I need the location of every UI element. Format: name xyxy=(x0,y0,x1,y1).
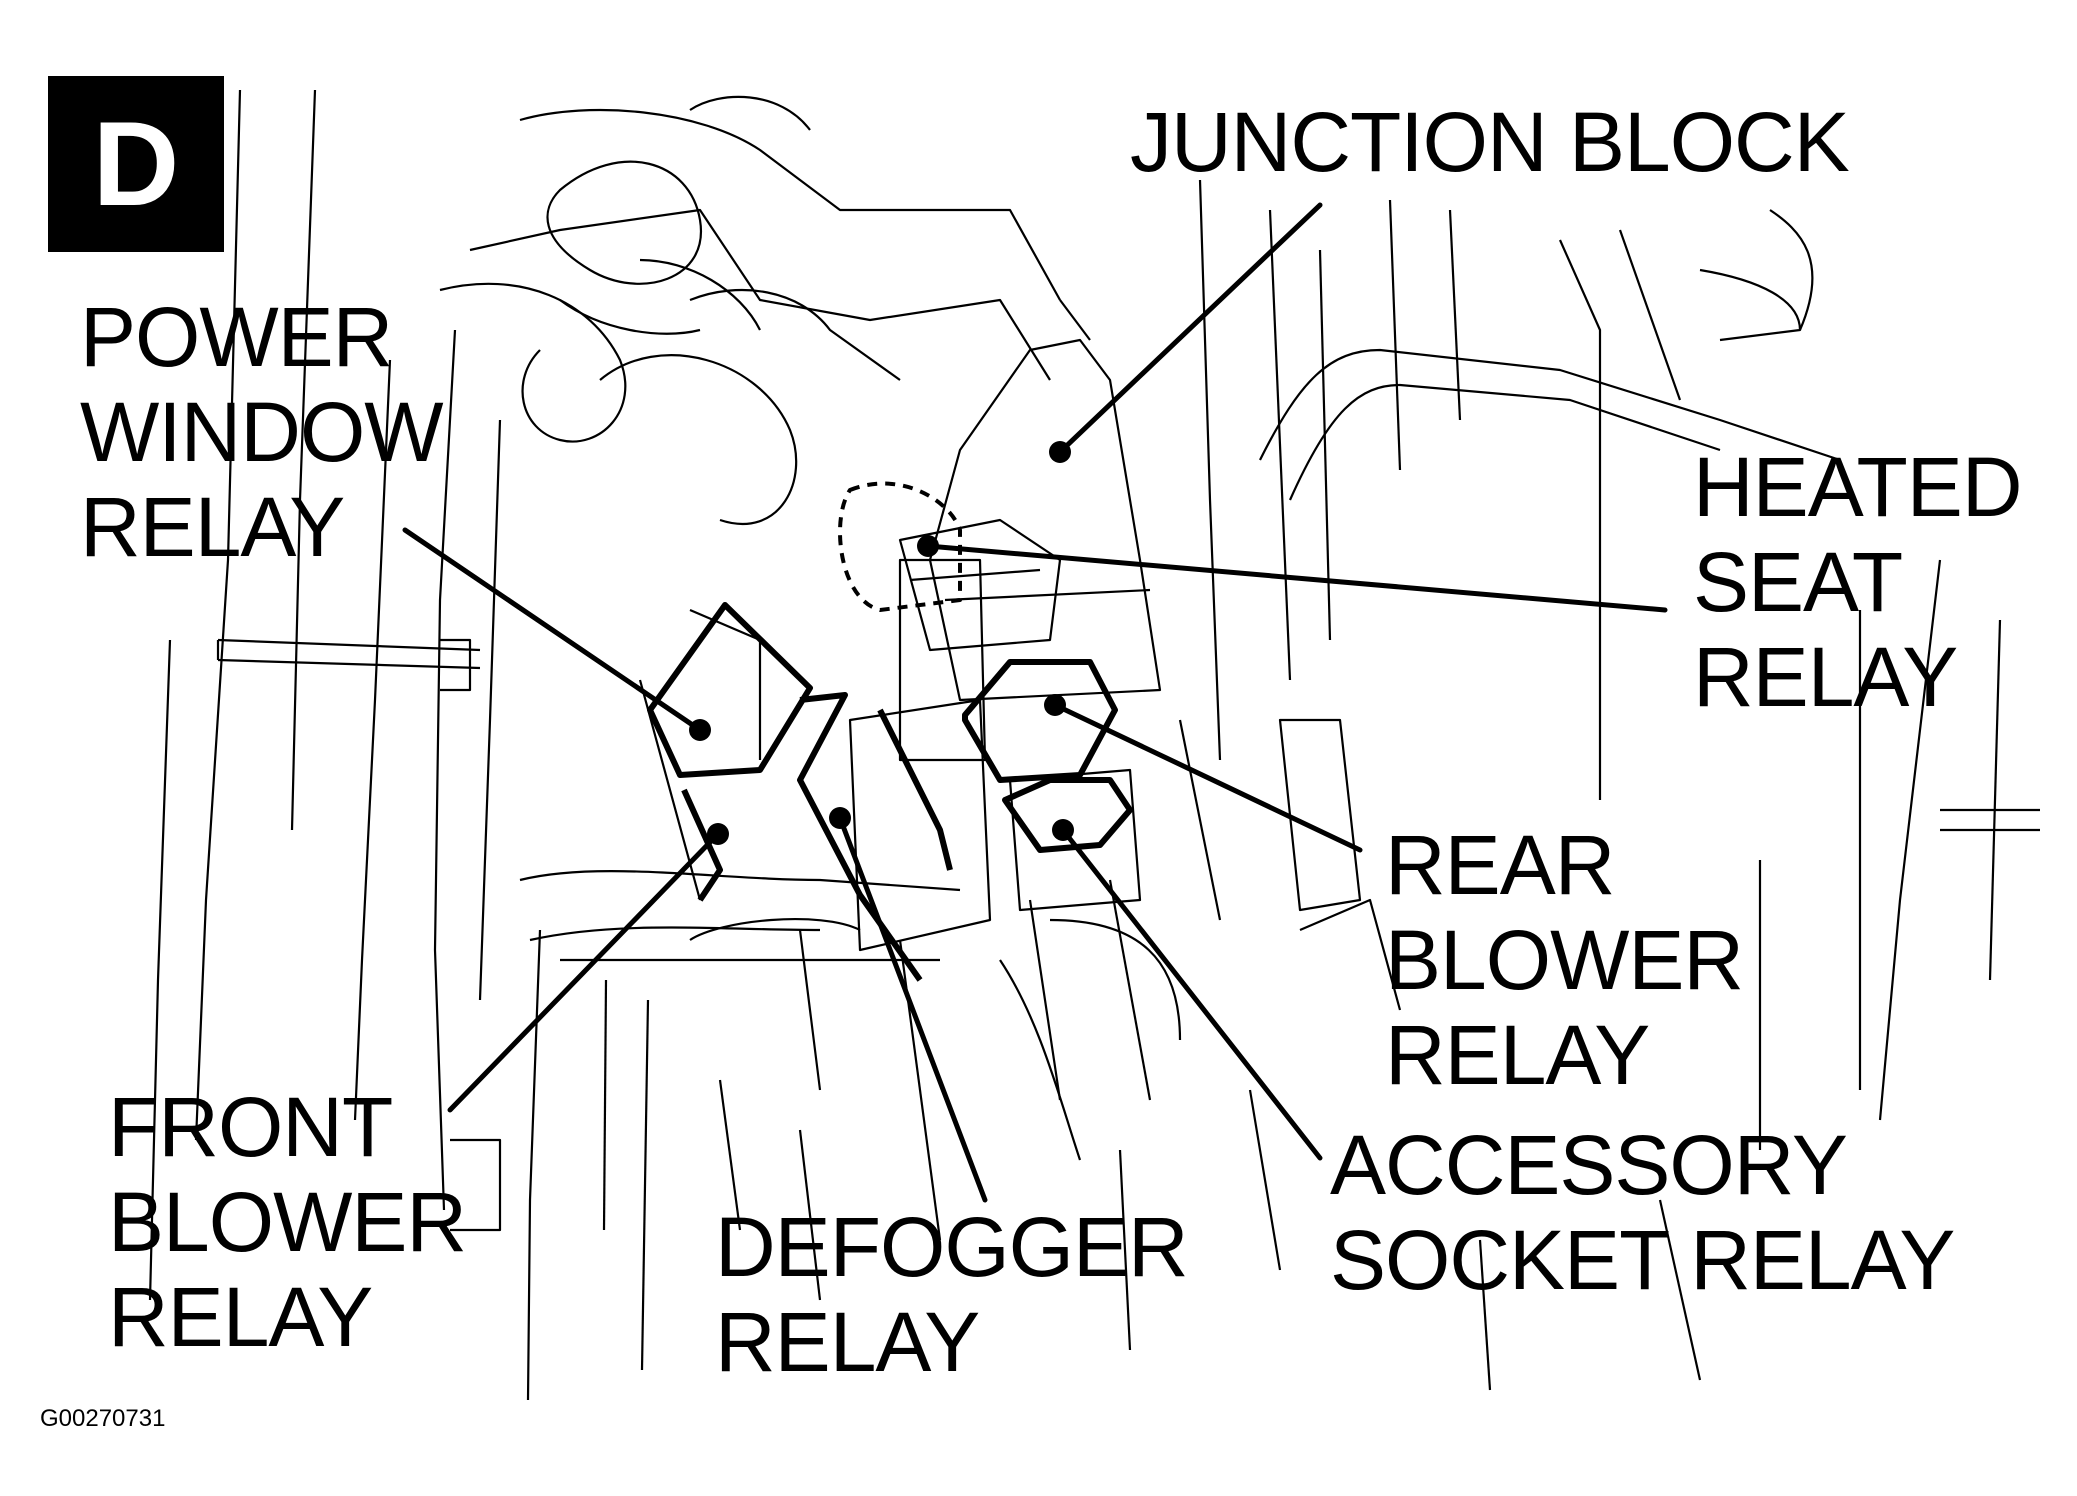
accessory-socket-relay-outline xyxy=(1002,777,1133,853)
accessory-socket-relay-dot xyxy=(1052,819,1074,841)
relay-outlines xyxy=(647,602,1133,982)
rear-blower-relay-dot xyxy=(1044,694,1066,716)
heated-seat-relay-leader xyxy=(925,543,1668,613)
rear-blower-relay-outline xyxy=(962,659,1118,783)
callout-dots xyxy=(689,441,1074,845)
defogger-relay-leader xyxy=(837,815,988,1203)
label-rear-blower-relay: REAR BLOWER RELAY xyxy=(1385,818,1744,1102)
label-junction-block: JUNCTION BLOCK xyxy=(1130,95,1850,189)
accessory-socket-relay-leader xyxy=(1060,827,1323,1161)
label-accessory-socket-relay: ACCESSORY SOCKET RELAY xyxy=(1330,1118,1955,1307)
front-blower-relay-dot xyxy=(707,823,729,845)
label-power-window-relay: POWER WINDOW RELAY xyxy=(80,290,444,574)
front-blower-relay-leader xyxy=(447,831,721,1113)
background-line-art xyxy=(148,89,2040,1401)
cluster-divider xyxy=(877,708,953,871)
front-blower-relay-outline xyxy=(681,788,723,902)
label-front-blower-relay: FRONT BLOWER RELAY xyxy=(108,1080,467,1364)
leader-lines xyxy=(402,202,1668,1203)
power-window-relay-outline xyxy=(647,602,813,778)
label-defogger-relay: DEFOGGER RELAY xyxy=(715,1200,1189,1389)
power-window-relay-dot xyxy=(689,719,711,741)
power-window-relay-leader xyxy=(402,527,703,733)
junction-block-dot xyxy=(1049,441,1071,463)
heated-seat-relay-dot xyxy=(917,535,939,557)
defogger-relay-dot xyxy=(829,807,851,829)
rear-blower-relay-leader xyxy=(1052,702,1363,853)
label-heated-seat-relay: HEATED SEAT RELAY xyxy=(1693,440,2022,724)
section-badge: D xyxy=(48,76,224,252)
junction-block-leader xyxy=(1057,202,1323,455)
figure-code: G00270731 xyxy=(40,1405,166,1432)
